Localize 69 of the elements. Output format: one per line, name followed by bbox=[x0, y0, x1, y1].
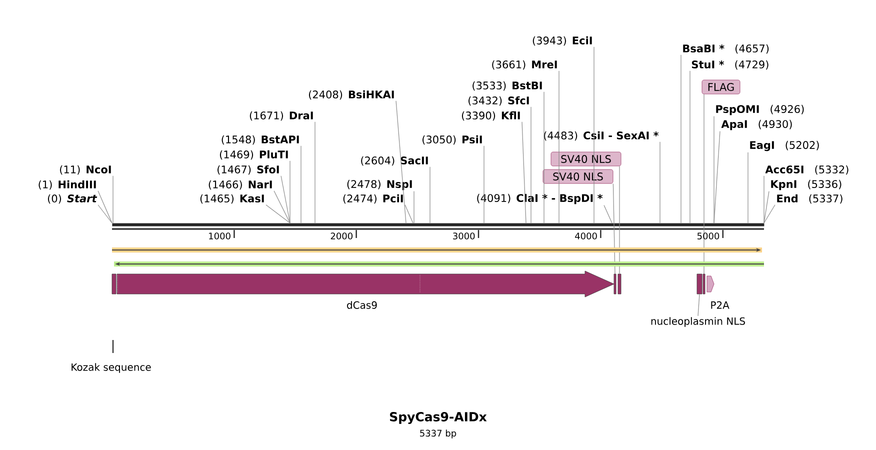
leader-line bbox=[558, 70, 560, 224]
feature-block: P2A bbox=[706, 276, 730, 309]
site-label: (2478) NspI bbox=[347, 180, 412, 190]
site-label: (3050) PsiI bbox=[422, 135, 482, 145]
site-label: (4091) ClaI * - BspDI * bbox=[477, 194, 603, 204]
leader-line bbox=[764, 204, 776, 224]
site-label: (2408) BsiHKAI bbox=[308, 90, 394, 100]
site-label: (11) NcoI bbox=[60, 165, 111, 175]
leader-line bbox=[112, 176, 114, 224]
sequence-backbone bbox=[112, 223, 764, 230]
leader-line bbox=[522, 122, 526, 224]
map-title: SpyCas9-AIDx bbox=[390, 412, 487, 424]
leader-line bbox=[612, 183, 616, 274]
site-label: Acc65I (5332) bbox=[765, 165, 848, 175]
feature-label: nucleoplasmin NLS bbox=[651, 317, 745, 327]
site-label: (3661) MreI bbox=[492, 60, 557, 70]
feature-block bbox=[618, 274, 622, 294]
site-label: End (5337) bbox=[777, 194, 842, 204]
scale-label: 5000 bbox=[697, 232, 720, 240]
feature-block bbox=[614, 274, 616, 294]
feature-tag: SV40 NLS bbox=[550, 152, 622, 166]
leader-line bbox=[280, 176, 290, 224]
site-label: (1548) BstAPI bbox=[222, 135, 299, 145]
node-label: dCas9 bbox=[347, 301, 377, 309]
site-label: (3943) EciI bbox=[532, 36, 592, 46]
feature-block bbox=[696, 274, 702, 294]
leader-line bbox=[714, 130, 720, 224]
leader-line bbox=[604, 204, 612, 224]
leader-line bbox=[314, 122, 316, 224]
site-label: (1) HindIII bbox=[38, 180, 96, 190]
site-label: (3533) BstBI bbox=[472, 81, 542, 91]
map-caption: 5337 bp bbox=[420, 430, 456, 438]
leader-line bbox=[98, 204, 112, 224]
leader-line bbox=[764, 190, 770, 224]
scale-label: 2000 bbox=[330, 232, 352, 240]
leader-line bbox=[530, 106, 532, 224]
site-label: (4483) CsiI - SexAI * bbox=[544, 131, 659, 141]
site-label: BsaBI * (4657) bbox=[683, 44, 769, 54]
site-label: StuI * (4729) bbox=[692, 60, 768, 70]
feature-tag: FLAG bbox=[702, 80, 740, 94]
leader-line bbox=[680, 54, 682, 224]
leader-line bbox=[274, 190, 290, 224]
site-label: (1671) DraI bbox=[250, 111, 313, 121]
site-label: (3432) SfcI bbox=[468, 96, 529, 106]
site-label: (1465) KasI bbox=[200, 194, 264, 204]
leader-line bbox=[300, 146, 302, 224]
leader-line bbox=[396, 100, 406, 224]
leader-line bbox=[266, 204, 290, 224]
site-label: EagI (5202) bbox=[750, 140, 819, 152]
feature-tag: SV40 NLS bbox=[542, 169, 614, 184]
site-label: (2604) SacII bbox=[361, 156, 428, 166]
site-label: (1469) PluTI bbox=[220, 150, 288, 160]
site-label: (0) Start bbox=[48, 194, 98, 204]
feature-block bbox=[702, 274, 706, 294]
site-label: (1466) NarI bbox=[208, 180, 272, 190]
leader-line bbox=[619, 166, 620, 274]
leader-line bbox=[404, 204, 414, 224]
site-label: ApaI (4930) bbox=[721, 120, 792, 130]
leader-line bbox=[698, 294, 700, 316]
node-label: P2A bbox=[711, 301, 730, 309]
scale-label: 4000 bbox=[575, 232, 597, 240]
site-label: KpnI (5336) bbox=[771, 180, 842, 190]
scale-label: 3000 bbox=[453, 232, 475, 240]
leader-line bbox=[98, 190, 112, 224]
site-label: (3390) KflI bbox=[462, 111, 520, 121]
scale-label: 1000 bbox=[209, 232, 230, 240]
site-label: (2474) PciI bbox=[343, 194, 403, 204]
site-label: (1467) SfoI bbox=[218, 165, 279, 175]
site-label: PspOMI (4926) bbox=[716, 104, 804, 116]
